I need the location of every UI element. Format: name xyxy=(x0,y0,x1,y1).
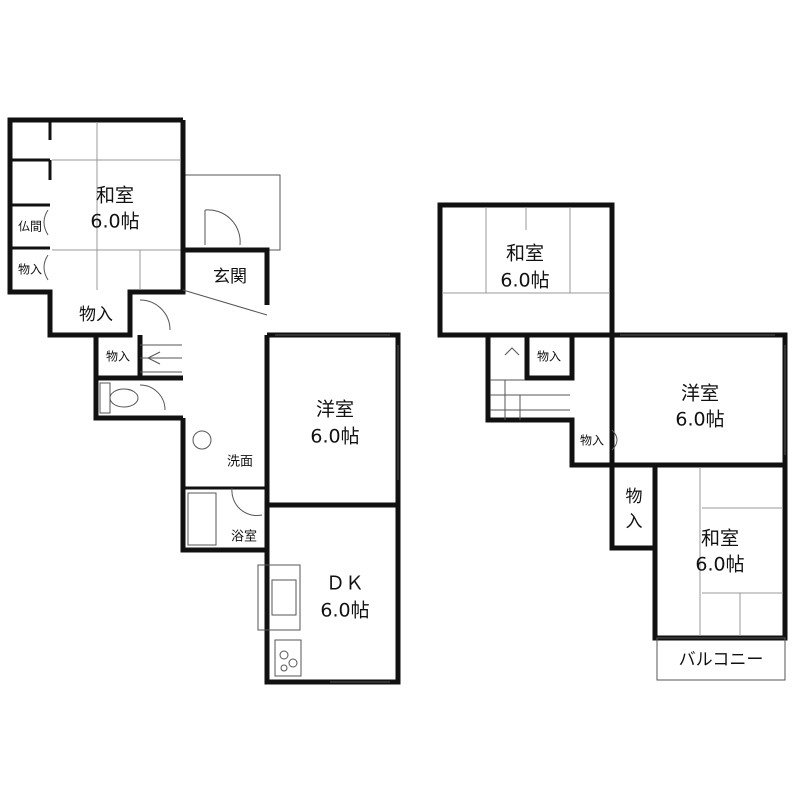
washitsu-bottom-label: 和室 xyxy=(701,528,739,550)
stair-walls xyxy=(485,335,612,468)
genkan-walls xyxy=(180,247,270,305)
toilet-walls xyxy=(93,375,183,421)
yokushitsu-label: 浴室 xyxy=(231,529,257,545)
bathtub-icon xyxy=(187,492,217,546)
tatami-lines xyxy=(442,207,610,294)
tatami-lines xyxy=(699,467,783,636)
washitsu-label: 和室 xyxy=(96,185,134,207)
monoire-large-label: 物入 xyxy=(79,305,113,325)
monoire-label: 物入 xyxy=(580,434,604,448)
genkan-label: 玄関 xyxy=(213,267,247,287)
stair-closet-walls xyxy=(93,335,143,381)
sink-icon xyxy=(192,430,212,450)
floor-1: 和室 6.0帖 仏間 物入 物入 玄関 物入 洋室 6.0帖 洗面 浴室 ＤＫ … xyxy=(7,117,401,685)
balcony-label: バルコニー xyxy=(679,650,764,670)
entrance-porch xyxy=(182,174,281,251)
yoshitsu-label: 洋室 xyxy=(316,399,354,421)
butsuma-label: 仏間 xyxy=(18,220,42,234)
yoshitsu2-label: 洋室 xyxy=(681,383,719,405)
washroom-walls xyxy=(180,335,270,553)
senmen-label: 洗面 xyxy=(227,455,253,470)
washitsu-bottom-walls xyxy=(652,462,788,641)
toilet-icon xyxy=(109,388,139,408)
tatami-lines xyxy=(52,122,181,290)
yoshitsu2-size: 6.0帖 xyxy=(675,409,724,431)
kitchen-sink-icon xyxy=(257,564,301,631)
washitsu-top-size: 6.0帖 xyxy=(500,270,549,292)
monoire-vertical-bottom: 入 xyxy=(626,512,643,532)
monoire-vertical-top: 物 xyxy=(626,487,643,507)
washitsu-top-label: 和室 xyxy=(506,243,544,265)
dk-label: ＤＫ xyxy=(326,573,364,595)
entrance-door-swing xyxy=(204,209,241,246)
washitsu-size: 6.0帖 xyxy=(90,211,139,233)
yoshitsu-size: 6.0帖 xyxy=(310,426,359,448)
washitsu-bottom-size: 6.0帖 xyxy=(695,554,744,576)
floor-2: 和室 6.0帖 物入 洋室 6.0帖 物入 物 入 和室 6.0帖 バルコニー xyxy=(437,202,788,681)
monoire-label: 物入 xyxy=(537,350,561,364)
balcony xyxy=(656,637,786,681)
washitsu-walls xyxy=(7,117,186,338)
stove-icon xyxy=(274,639,302,677)
monoire-label: 物入 xyxy=(106,350,130,364)
monoire-label: 物入 xyxy=(18,263,42,277)
dk-walls xyxy=(264,502,401,685)
dk-size: 6.0帖 xyxy=(320,600,369,622)
